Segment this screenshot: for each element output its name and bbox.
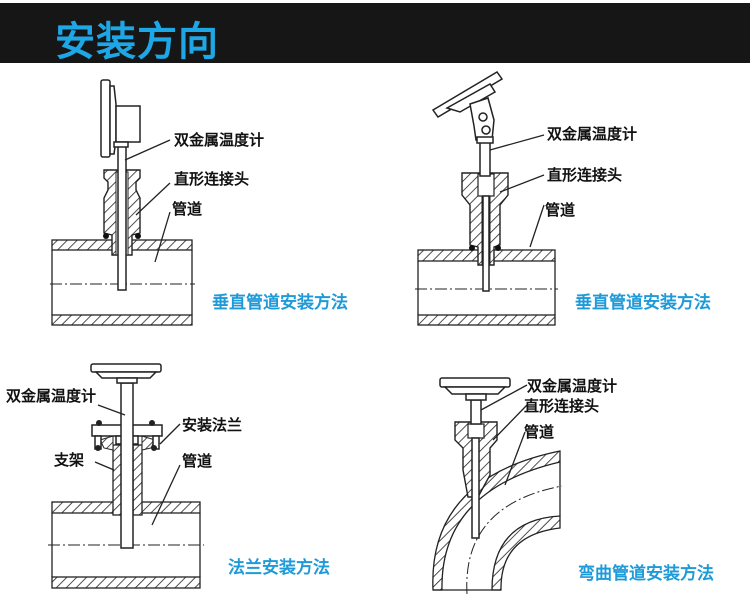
label-mounting-flange: 安装法兰 [182, 416, 242, 434]
caption-curved-pipe: 弯曲管道安装方法 [578, 563, 714, 584]
caption-vertical-pipe-2: 垂直管道安装方法 [575, 292, 711, 313]
caption-vertical-pipe-1: 垂直管道安装方法 [212, 292, 348, 313]
bimetal-thermometer-dial [90, 363, 162, 384]
label-pipe: 管道 [545, 201, 575, 219]
label-straight-connector: 直形连接头 [174, 170, 249, 188]
header-banner: 安装方向 [0, 3, 750, 65]
label-support-bracket: 支架 [53, 451, 84, 469]
label-pipe: 管道 [524, 423, 554, 441]
thermometer-stem [120, 382, 134, 549]
label-bimetal-thermometer: 双金属温度计 [527, 377, 617, 395]
bimetal-thermometer-dial [431, 71, 504, 144]
diagram-vertical-pipe-1: 双金属温度计 直形连接头 管道 垂直管道安装方法 [50, 79, 348, 326]
label-pipe: 管道 [182, 452, 212, 470]
label-bimetal-thermometer: 双金属温度计 [174, 131, 264, 149]
caption-flange-mount: 法兰安装方法 [228, 557, 330, 578]
thermometer-neck [470, 399, 482, 425]
pipe-elbow [432, 450, 563, 595]
diagram-curved-pipe: 双金属温度计 直形连接头 管道 弯曲管道安装方法 [432, 377, 714, 595]
thermometer-neck [479, 139, 491, 177]
label-bimetal-thermometer: 双金属温度计 [547, 125, 637, 143]
label-bimetal-thermometer: 双金属温度计 [6, 387, 96, 405]
thermometer-stem [117, 144, 127, 291]
diagram-flange-mount: 双金属温度计 安装法兰 支架 管道 法兰安装方法 [6, 363, 330, 589]
label-straight-connector: 直形连接头 [547, 166, 622, 184]
bimetal-thermometer-dial [439, 377, 511, 401]
diagram-vertical-pipe-2: 双金属温度计 直形连接头 管道 垂直管道安装方法 [415, 71, 711, 326]
page-title: 安装方向 [55, 19, 219, 65]
label-straight-connector: 直形连接头 [524, 397, 599, 415]
label-pipe: 管道 [172, 200, 202, 218]
bimetal-thermometer-dial [100, 79, 141, 158]
thermometer-stem [482, 195, 490, 292]
thermometer-stem [471, 437, 480, 539]
